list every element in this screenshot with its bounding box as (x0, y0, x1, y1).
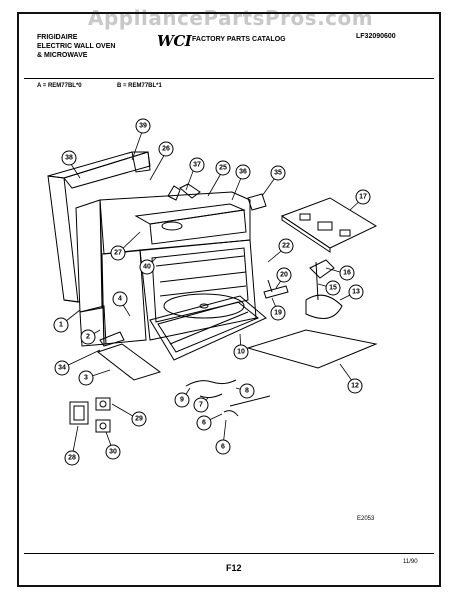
svg-text:22: 22 (282, 243, 290, 250)
model-b-label: B = REM77BL*1 (117, 83, 162, 89)
svg-text:2: 2 (86, 334, 90, 341)
svg-text:20: 20 (280, 272, 288, 279)
callout-2: 2 (80, 329, 96, 345)
callout-15: 15 (325, 280, 341, 296)
svg-text:9: 9 (180, 397, 184, 404)
callout-28: 28 (64, 450, 80, 466)
header-rule (24, 78, 434, 79)
callout-4: 4 (112, 291, 128, 307)
callout-17: 17 (355, 189, 371, 205)
callout-7: 7 (193, 397, 209, 413)
svg-text:25: 25 (219, 165, 227, 172)
brand-line-1: FRIGIDAIRE (37, 34, 78, 41)
callout-12: 12 (347, 378, 363, 394)
top-panel-part (134, 183, 247, 245)
callout-30: 30 (105, 444, 121, 460)
svg-text:16: 16 (343, 270, 351, 277)
callout-27: 27 (110, 245, 126, 261)
callout-10: 10 (233, 344, 249, 360)
callout-3: 3 (78, 370, 94, 386)
callout-40: 40 (139, 259, 155, 275)
svg-text:1: 1 (59, 322, 63, 329)
callout-20: 20 (276, 267, 292, 283)
callout-13: 13 (348, 284, 364, 300)
callout-6b: 6 (215, 439, 231, 455)
hinge-part (263, 279, 289, 299)
brand-block: FRIGIDAIRE ELECTRIC WALL OVEN & MICROWAV… (37, 33, 115, 60)
brand-line-3: & MICROWAVE (37, 52, 88, 59)
door-frame-part (47, 151, 151, 303)
knob-part (95, 397, 111, 433)
callout-8: 8 (239, 383, 255, 399)
diagram-code: E2053 (357, 516, 375, 522)
svg-text:6: 6 (221, 444, 225, 451)
svg-text:30: 30 (109, 449, 117, 456)
svg-text:4: 4 (118, 296, 122, 303)
callout-25: 25 (215, 160, 231, 176)
watermark: AppliancePartsPros.com (88, 6, 374, 30)
callout-36: 36 (235, 164, 251, 180)
glass-panel-part (246, 329, 378, 369)
bottom-trim-part (96, 331, 162, 381)
oven-cabinet-part (75, 191, 257, 347)
wci-logo: WCI (157, 32, 192, 50)
control-board-part (280, 197, 378, 253)
svg-text:13: 13 (352, 289, 360, 296)
svg-text:27: 27 (114, 250, 122, 257)
oven-cavity-part (151, 247, 249, 323)
svg-text:37: 37 (193, 162, 201, 169)
callout-35: 35 (270, 165, 286, 181)
switch-part (69, 401, 89, 425)
callout-39: 39 (135, 118, 151, 134)
callout-34: 34 (54, 360, 70, 376)
callout-29: 29 (131, 411, 147, 427)
wiring-part (185, 379, 271, 417)
bracket-part (247, 193, 267, 211)
svg-text:40: 40 (143, 264, 151, 271)
callout-38: 38 (61, 150, 77, 166)
svg-text:3: 3 (84, 375, 88, 382)
svg-text:10: 10 (237, 349, 245, 356)
svg-text:12: 12 (351, 383, 359, 390)
footer-rule (24, 553, 434, 554)
document-code: LF32090600 (356, 33, 396, 40)
catalog-title: FACTORY PARTS CATALOG (192, 36, 286, 43)
callout-9: 9 (174, 392, 190, 408)
svg-text:8: 8 (245, 388, 249, 395)
svg-text:7: 7 (199, 402, 203, 409)
svg-text:28: 28 (68, 455, 76, 462)
callout-6: 6 (196, 415, 212, 431)
svg-text:29: 29 (135, 416, 143, 423)
model-a-label: A = REM77BL*0 (37, 83, 82, 89)
revision-date: 11/90 (403, 559, 418, 565)
callout-16: 16 (339, 265, 355, 281)
callout-37: 37 (189, 157, 205, 173)
svg-text:35: 35 (274, 170, 282, 177)
svg-text:39: 39 (139, 123, 147, 130)
svg-text:26: 26 (162, 146, 170, 153)
svg-text:38: 38 (65, 155, 73, 162)
page-number: F12 (226, 563, 242, 573)
svg-text:17: 17 (359, 194, 367, 201)
svg-text:36: 36 (239, 169, 247, 176)
brand-line-2: ELECTRIC WALL OVEN (37, 43, 116, 50)
side-components-part (305, 259, 343, 319)
callout-22: 22 (278, 238, 294, 254)
svg-text:34: 34 (58, 365, 66, 372)
page-frame (17, 12, 441, 587)
callout-1: 1 (53, 317, 69, 333)
callout-26: 26 (158, 141, 174, 157)
door-panel-part (149, 295, 267, 361)
svg-text:15: 15 (329, 285, 337, 292)
svg-text:6: 6 (202, 420, 206, 427)
svg-text:19: 19 (274, 310, 282, 317)
callout-19: 19 (270, 305, 286, 321)
